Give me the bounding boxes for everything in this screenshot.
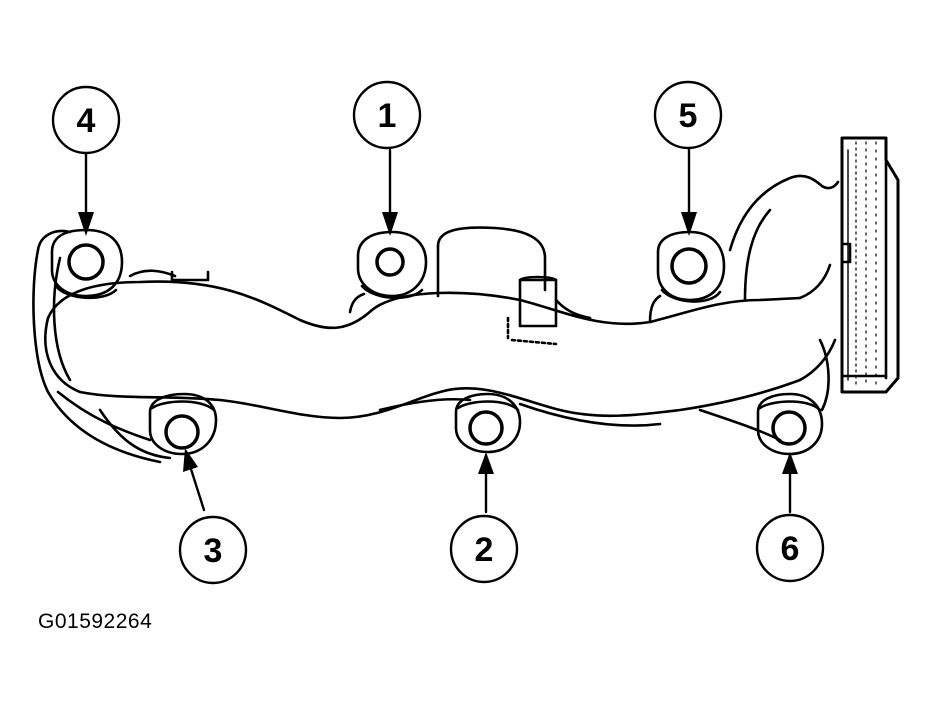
bolt-boss-2 [454, 392, 522, 454]
arrowheads [78, 212, 798, 474]
bolt-boss-1 [348, 230, 428, 314]
callout-label-2: 2 [475, 531, 494, 569]
callout-label-3: 3 [204, 532, 223, 570]
bolt-boss-3 [148, 392, 218, 456]
callout-label-4: 4 [77, 102, 96, 140]
bolt-boss-6 [756, 338, 830, 456]
manifold-body [32, 174, 840, 464]
callout-label-5: 5 [679, 97, 698, 135]
callout-1: 1 [352, 80, 422, 150]
callout-6: 6 [755, 513, 825, 583]
outlet-flange [840, 136, 900, 394]
bolt-boss-5 [648, 230, 726, 324]
callout-2: 2 [449, 514, 519, 584]
callout-5: 5 [653, 80, 723, 150]
callout-4: 4 [51, 85, 121, 155]
bolt-boss-4 [50, 228, 124, 300]
callout-label-1: 1 [378, 97, 397, 135]
figure-id: G01592264 [38, 610, 153, 633]
callout-label-6: 6 [781, 530, 800, 568]
callout-3: 3 [178, 515, 248, 585]
